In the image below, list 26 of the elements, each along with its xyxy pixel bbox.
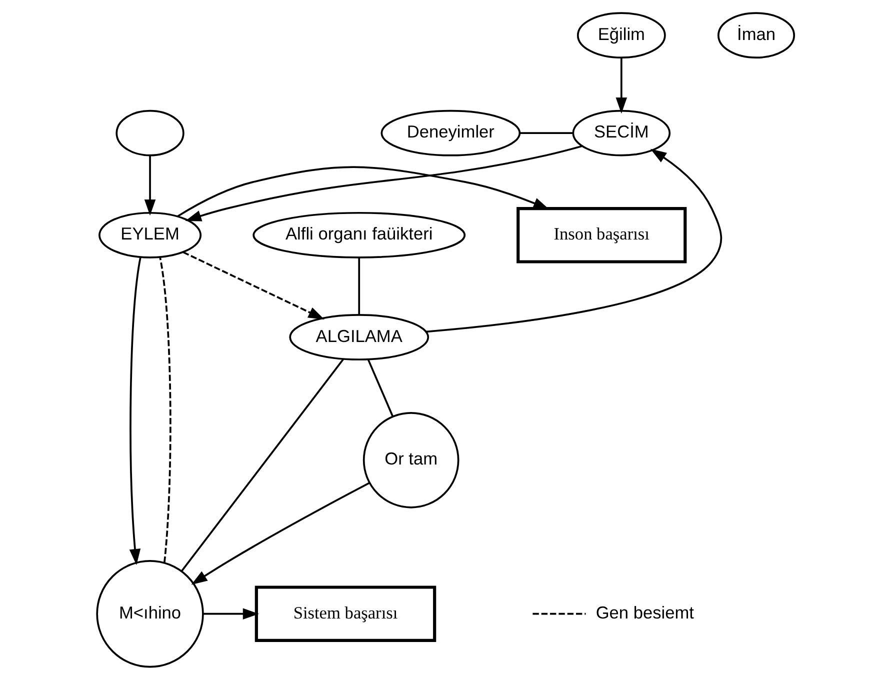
node-ellipse: İman <box>717 12 795 59</box>
node-ellipse: Alfli organı faüikteri <box>252 212 466 258</box>
connector <box>180 358 344 572</box>
connector <box>366 359 394 417</box>
connector <box>520 132 573 134</box>
legend-label: Gen besiemt <box>595 602 694 622</box>
node-box: Inson başarısı <box>516 207 686 264</box>
connector <box>158 257 171 563</box>
node-box: Sistem başarısı <box>254 586 436 642</box>
arrow <box>182 251 324 320</box>
arrow <box>426 148 722 333</box>
node-ellipse: Deneyimler <box>380 110 520 156</box>
arrow <box>144 155 156 216</box>
arrow <box>176 166 549 218</box>
connector <box>358 258 360 315</box>
node-circle: M<ıhino <box>96 560 204 668</box>
node-ellipse <box>115 110 184 156</box>
arrow <box>128 257 141 566</box>
node-ellipse: SECİM <box>572 110 670 156</box>
node-circle: Or tam <box>362 412 459 508</box>
arrow <box>184 145 582 222</box>
arrow <box>190 482 370 585</box>
node-ellipse: ALGILAMA <box>288 314 429 360</box>
node-ellipse: Eğilim <box>576 12 666 59</box>
arrow <box>615 58 627 114</box>
arrow <box>202 608 258 620</box>
